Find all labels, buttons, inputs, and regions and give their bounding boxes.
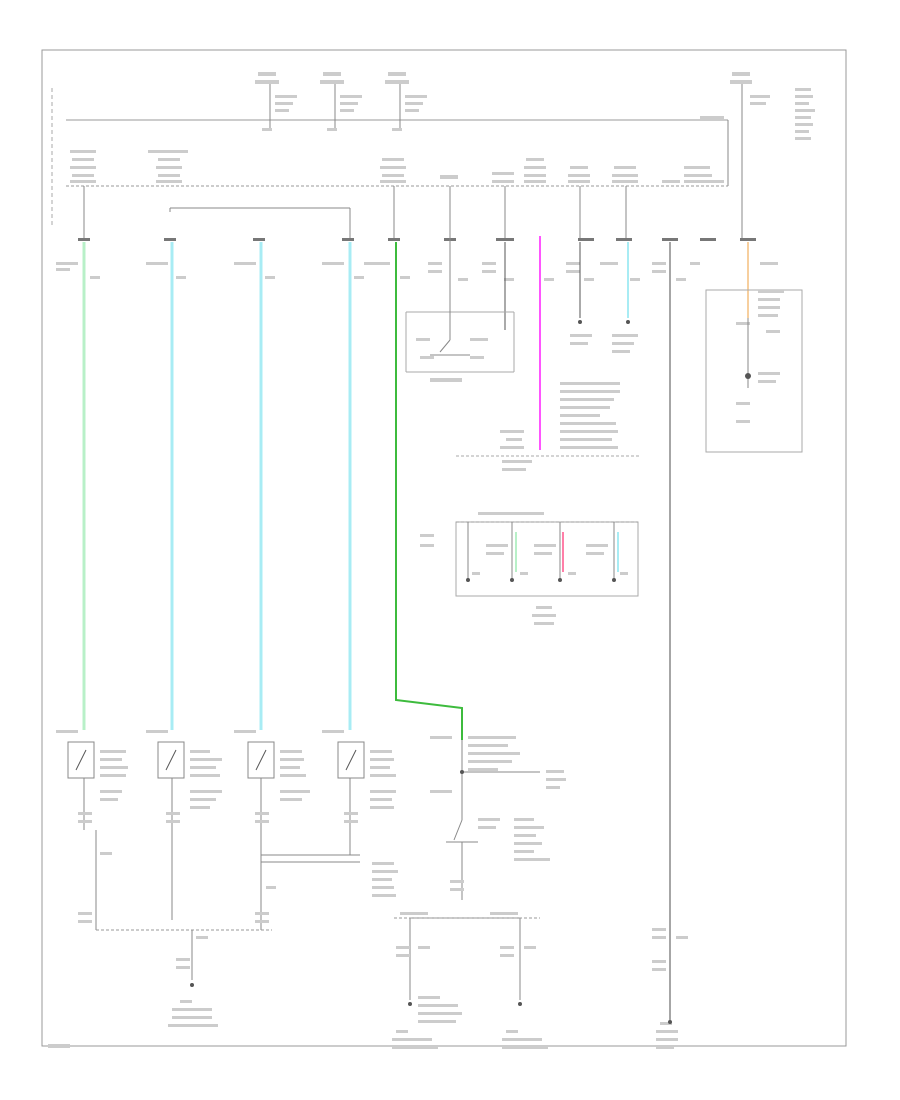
ground-labels-mid: [570, 334, 638, 353]
connector-labels-row: [56, 262, 778, 281]
sensor-bottom-labels: [78, 812, 398, 1027]
far-ground-labels: [652, 928, 688, 1049]
seat-switch-box: [405, 311, 515, 373]
ground-point-left: [190, 983, 194, 987]
ground-point-far: [668, 1020, 672, 1024]
fuel-module-labels: [420, 512, 628, 625]
sensor-bottom-wires: [83, 778, 360, 930]
wire-seatbelt-green: [395, 242, 463, 740]
fuel-module-grounds: [466, 578, 616, 582]
buckle-switch: [409, 740, 540, 1000]
instrument-panel-labels: [736, 290, 784, 423]
fuel-module-inner-lines: [467, 522, 615, 580]
connector-pins-row: [78, 238, 756, 241]
module-labels: [70, 150, 724, 183]
footer-code-mark: [48, 1044, 70, 1048]
magenta-labels: [500, 382, 620, 471]
fuse-labels-right: [700, 72, 815, 140]
diagram-frame: [41, 49, 847, 1047]
seat-switch-detail: [430, 290, 470, 356]
fuse-group-top: [269, 82, 401, 130]
ground-symbols-mid: [578, 320, 630, 324]
seat-switch-labels: [416, 338, 488, 382]
buckle-grounds: [408, 770, 522, 1006]
seatbelt-sensor-switches: [75, 749, 357, 771]
fuse-labels-top: [255, 72, 427, 131]
buckle-labels: [392, 736, 566, 1049]
fuel-module-box: [455, 521, 639, 597]
instrument-panel-box: [705, 289, 803, 453]
seatbelt-sensor-labels: [56, 730, 396, 809]
indicator-lamp: [745, 373, 751, 379]
